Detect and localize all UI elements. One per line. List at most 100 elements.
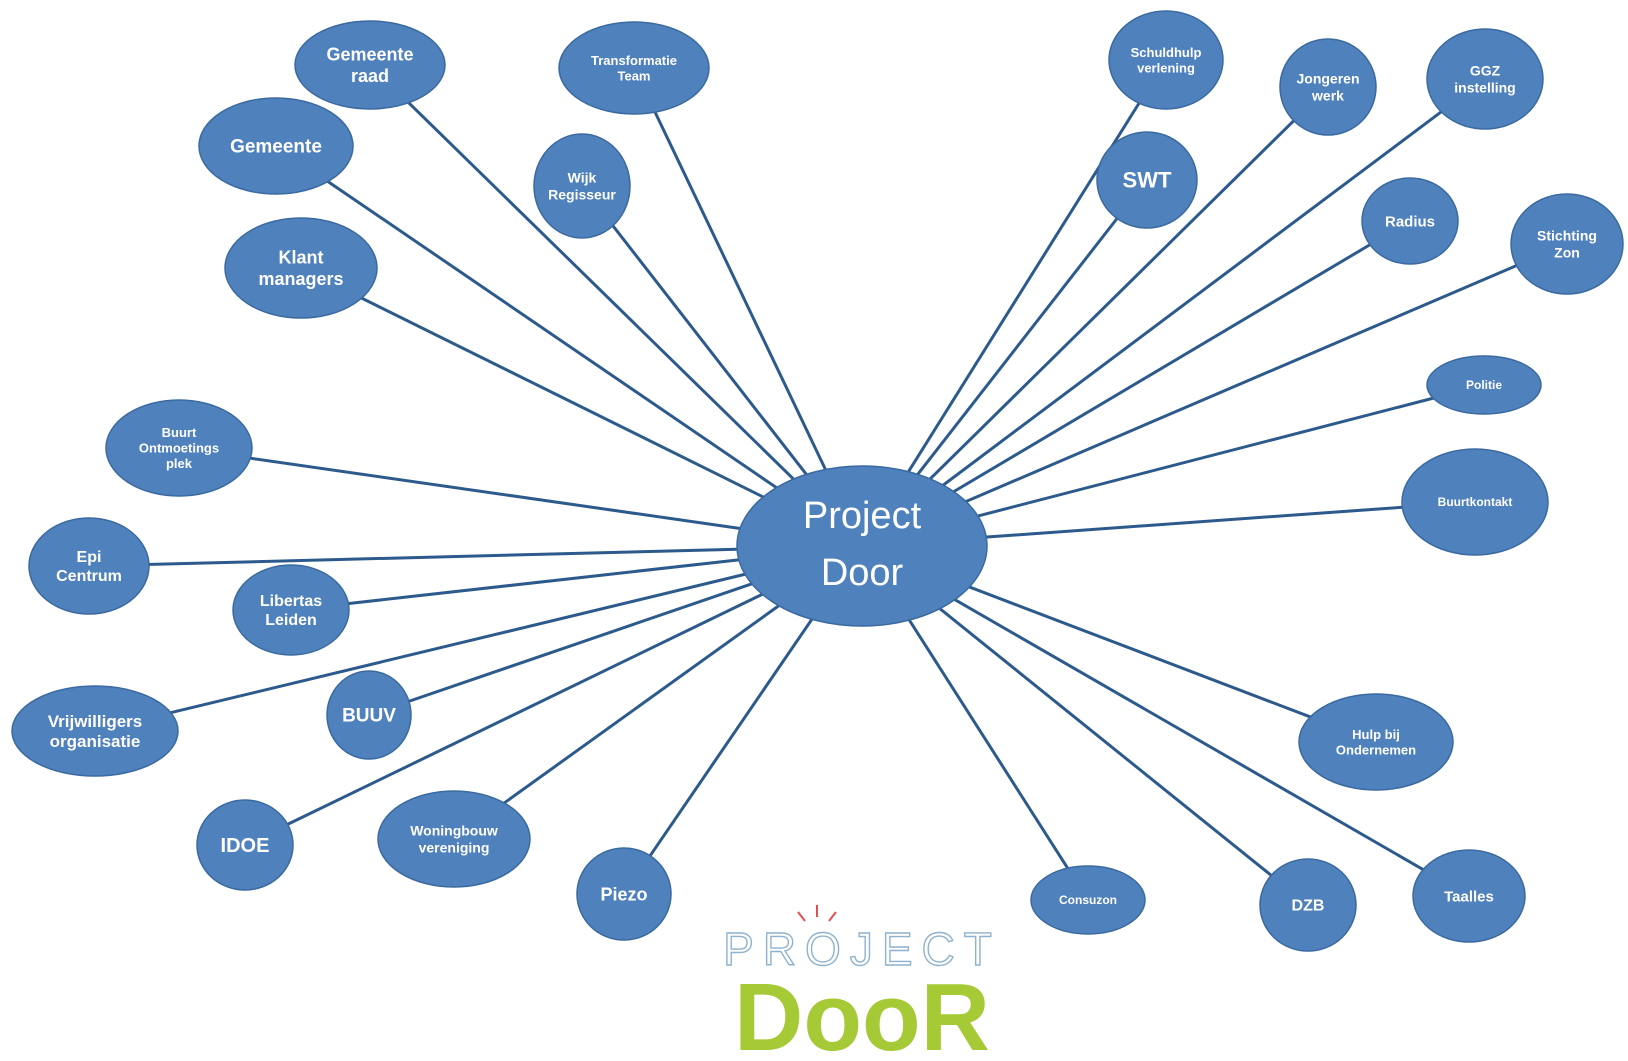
node-label-gemeente: Gemeente: [230, 137, 322, 158]
connector-libertas-leiden: [345, 557, 749, 606]
node-shape-klant-managers: [224, 217, 378, 319]
node-shape-stichting-zon: [1510, 193, 1624, 295]
connector-gemeente-raad: [405, 99, 801, 486]
node-shape-consuzon: [1030, 865, 1146, 935]
node-label-epi-centrum: Centrum: [56, 568, 122, 585]
node-label-vrijwilligers-organisatie: organisatie: [50, 732, 141, 751]
node-label-idoe: IDOE: [221, 835, 270, 857]
node-shape-ggz-instelling: [1426, 28, 1544, 130]
connector-buurtkontakt: [976, 505, 1407, 540]
node-label-epi-centrum: Epi: [77, 549, 102, 566]
node-politie: Politie: [1426, 355, 1542, 415]
node-piezo: Piezo: [576, 847, 672, 941]
logo-bottom-text: DooR: [734, 964, 990, 1061]
node-label-buurt-ontmoetingsplek: Ontmoetings: [139, 441, 219, 456]
node-shape-gemeente-raad: [294, 20, 446, 110]
node-dzb: DZB: [1259, 858, 1357, 952]
connector-transformatie-team: [652, 109, 830, 477]
node-buurtkontakt: Buurtkontakt: [1401, 448, 1549, 556]
node-label-jongeren-werk: Jongeren: [1296, 71, 1359, 87]
connector-ggz-instelling: [935, 108, 1445, 492]
node-label-buurt-ontmoetingsplek: plek: [166, 456, 193, 471]
node-shape-dzb: [1259, 858, 1357, 952]
node-label-transformatie-team: Transformatie: [591, 53, 677, 68]
node-label-gemeente-raad: raad: [351, 66, 389, 86]
node-label-politie: Politie: [1466, 378, 1502, 392]
node-label-consuzon: Consuzon: [1059, 893, 1117, 907]
connector-epi-centrum: [145, 547, 748, 566]
node-label-schuldhulpverlening: verlening: [1137, 60, 1195, 75]
node-label-klant-managers: managers: [258, 269, 343, 289]
node-shape-libertas-leiden: [232, 564, 350, 656]
connector-swt: [912, 215, 1120, 482]
node-shape-buurt-ontmoetingsplek: [105, 399, 253, 497]
node-label-ggz-instelling: instelling: [1454, 79, 1515, 95]
node-radius: Radius: [1361, 177, 1459, 265]
node-shape-piezo: [576, 847, 672, 941]
node-label-vrijwilligers-organisatie: Vrijwilligers: [48, 712, 143, 731]
node-label-dzb: DZB: [1292, 898, 1325, 915]
node-label-hulp-bij-ondernemen: Ondernemen: [1336, 742, 1416, 757]
connector-consuzon: [904, 613, 1070, 871]
node-shape-schuldhulpverlening: [1108, 10, 1224, 110]
center-label-line2: Door: [821, 552, 904, 594]
connector-gemeente: [324, 178, 785, 494]
connector-taalles: [946, 594, 1427, 873]
node-shape-idoe: [196, 799, 294, 891]
connector-dzb: [932, 602, 1275, 879]
connector-buuv: [406, 579, 762, 704]
node-label-stichting-zon: Zon: [1554, 244, 1580, 260]
node-shape-swt: [1096, 131, 1198, 229]
project-door-logo: PROJECT DooR: [722, 905, 1001, 1061]
node-label-buuv: BUUV: [342, 706, 396, 727]
node-label-radius: Radius: [1385, 213, 1435, 230]
node-label-transformatie-team: Team: [618, 68, 651, 83]
connector-buurt-ontmoetingsplek: [246, 456, 751, 532]
node-shape-woningbouw-vereniging: [377, 790, 531, 888]
node-label-gemeente-raad: Gemeente: [326, 45, 413, 65]
node-shape-buuv: [326, 670, 412, 760]
node-label-jongeren-werk: werk: [1311, 87, 1344, 103]
node-shape-vrijwilligers-organisatie: [11, 685, 179, 777]
node-shape-radius: [1361, 177, 1459, 265]
node-consuzon: Consuzon: [1030, 865, 1146, 935]
connector-woningbouw-vereniging: [500, 599, 787, 807]
node-label-wijk-regisseur: Regisseur: [548, 186, 616, 202]
node-label-klant-managers: Klant: [279, 248, 324, 268]
logo-top-text: PROJECT: [723, 923, 1001, 975]
node-idoe: IDOE: [196, 799, 294, 891]
connector-hulp-bij-ondernemen: [960, 582, 1315, 720]
node-label-libertas-leiden: Libertas: [260, 593, 322, 610]
connector-jongeren-werk: [923, 117, 1297, 486]
node-shape-taalles: [1412, 849, 1526, 943]
connector-politie: [968, 396, 1437, 520]
node-label-woningbouw-vereniging: vereniging: [419, 839, 490, 855]
node-swt: SWT: [1096, 131, 1198, 229]
connector-piezo: [647, 612, 818, 859]
center-node: Project Door: [736, 465, 988, 627]
node-shape-hulp-bij-ondernemen: [1298, 693, 1454, 791]
partner-nodes: GemeenteraadTransformatieTeamGemeenteWij…: [11, 10, 1624, 952]
logo-sun-icon: [797, 905, 837, 922]
connector-klant-managers: [358, 295, 772, 503]
center-label-line1: Project: [803, 495, 922, 537]
node-shape-buurtkontakt: [1401, 448, 1549, 556]
node-shape-wijk-regisseur: [533, 133, 631, 239]
node-label-piezo: Piezo: [600, 884, 647, 904]
node-label-woningbouw-vereniging: Woningbouw: [410, 823, 498, 839]
connector-wijk-regisseur: [610, 222, 812, 482]
node-label-swt: SWT: [1123, 168, 1172, 193]
